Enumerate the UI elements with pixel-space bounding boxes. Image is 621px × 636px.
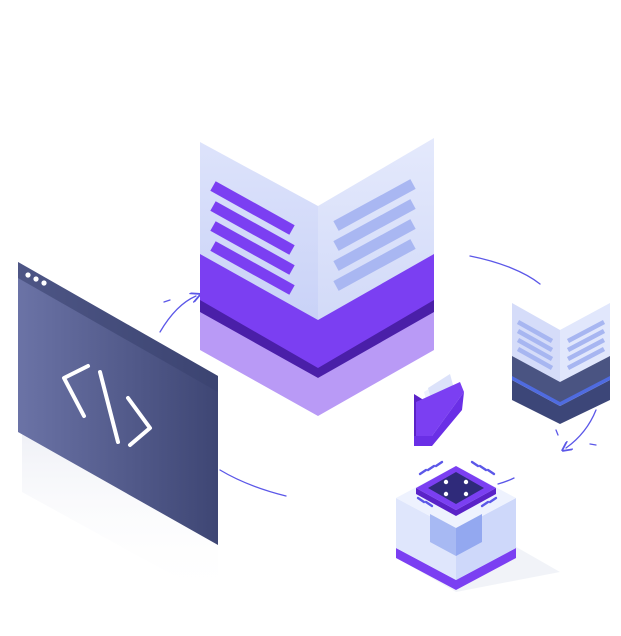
curved-arrow-icon <box>159 296 196 333</box>
curved-arrow-icon <box>497 477 515 485</box>
curved-arrow-icon <box>469 255 541 285</box>
small-book-server-icon <box>512 303 610 424</box>
flow-arrows <box>159 255 597 497</box>
curved-arrow-icon <box>566 409 597 448</box>
curved-arrow-icon <box>589 443 597 446</box>
cpu-chip-icon <box>396 460 560 592</box>
code-window-icon <box>18 262 218 600</box>
curved-arrow-icon <box>163 299 171 303</box>
curved-arrow-icon <box>219 469 287 497</box>
folder-icon <box>414 374 464 446</box>
open-book-server-icon <box>200 138 434 416</box>
curved-arrow-icon <box>555 429 559 436</box>
